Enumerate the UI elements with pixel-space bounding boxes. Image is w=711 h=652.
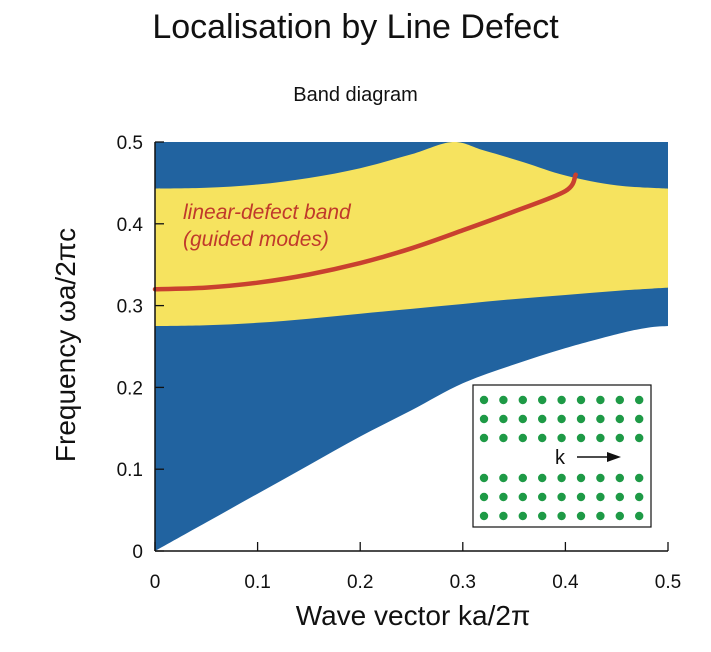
- crystal-dot: [479, 395, 489, 405]
- crystal-dot: [557, 473, 566, 483]
- crystal-dot: [557, 511, 566, 521]
- crystal-dot: [576, 433, 586, 443]
- inset-k-label: k: [555, 447, 566, 469]
- crystal-dot: [635, 414, 644, 424]
- crystal-dot: [538, 473, 547, 483]
- chart-title: Localisation by Line Defect: [152, 8, 559, 46]
- crystal-dot: [557, 433, 566, 443]
- crystal-dot: [576, 473, 586, 483]
- crystal-dot: [538, 414, 547, 424]
- crystal-dot: [538, 511, 547, 521]
- x-axis-label: Wave vector ka/2π: [295, 600, 531, 631]
- crystal-dot: [479, 433, 489, 443]
- x-tick-label: 0: [150, 572, 161, 593]
- crystal-dot: [499, 492, 508, 502]
- crystal-dot: [499, 511, 508, 521]
- chart-subtitle: Band diagram: [293, 84, 418, 106]
- crystal-dot: [518, 414, 527, 424]
- defect-band-annotation: linear-defect band: [183, 201, 352, 224]
- crystal-dot: [576, 395, 586, 405]
- crystal-dot: [635, 492, 644, 502]
- crystal-dot: [615, 511, 624, 521]
- crystal-dot: [557, 492, 566, 502]
- crystal-dot: [518, 492, 527, 502]
- x-tick-label: 0.3: [450, 572, 476, 593]
- crystal-dot: [615, 414, 624, 424]
- crystal-dot: [615, 433, 624, 443]
- y-tick-label: 0.5: [117, 133, 143, 154]
- x-tick-label: 0.5: [655, 572, 681, 593]
- crystal-dot: [596, 492, 605, 502]
- x-tick-label: 0.1: [244, 572, 270, 593]
- x-tick-label: 0.4: [552, 572, 579, 593]
- crystal-dot: [479, 414, 489, 424]
- defect-band-line: [152, 172, 578, 292]
- y-tick-label: 0.3: [117, 297, 143, 318]
- crystal-dot: [615, 473, 624, 483]
- crystal-dot: [596, 511, 605, 521]
- crystal-dot: [518, 511, 527, 521]
- crystal-dot: [518, 473, 527, 483]
- crystal-dot: [538, 395, 547, 405]
- crystal-dot: [538, 492, 547, 502]
- crystal-dot: [576, 511, 586, 521]
- crystal-dot: [596, 395, 605, 405]
- k-arrow-head: [607, 452, 621, 462]
- crystal-dot: [557, 414, 566, 424]
- crystal-dot: [576, 414, 586, 424]
- y-tick-label: 0.4: [117, 215, 144, 236]
- defect-band-annotation: (guided modes): [183, 228, 329, 251]
- crystal-dot: [635, 395, 644, 405]
- crystal-dot: [596, 473, 605, 483]
- crystal-dot: [557, 395, 566, 405]
- y-tick-label: 0: [132, 542, 143, 563]
- crystal-dot: [596, 433, 605, 443]
- crystal-dot: [499, 414, 508, 424]
- crystal-dot: [576, 492, 586, 502]
- crystal-dot: [499, 395, 508, 405]
- y-tick-label: 0.2: [117, 378, 143, 399]
- x-tick-label: 0.2: [347, 572, 373, 593]
- crystal-dot: [479, 473, 489, 483]
- crystal-dot: [615, 395, 624, 405]
- crystal-dot: [479, 511, 489, 521]
- crystal-dot: [635, 433, 644, 443]
- crystal-dot: [499, 473, 508, 483]
- crystal-dot: [518, 433, 527, 443]
- inset-frame: [472, 384, 652, 528]
- crystal-dot: [518, 395, 527, 405]
- crystal-dot: [538, 433, 547, 443]
- crystal-dot: [499, 433, 508, 443]
- crystal-dot: [635, 473, 644, 483]
- crystal-dot: [479, 492, 489, 502]
- crystal-dot: [635, 511, 644, 521]
- crystal-dot: [596, 414, 605, 424]
- y-tick-label: 0.1: [117, 460, 143, 481]
- crystal-dot: [615, 492, 624, 502]
